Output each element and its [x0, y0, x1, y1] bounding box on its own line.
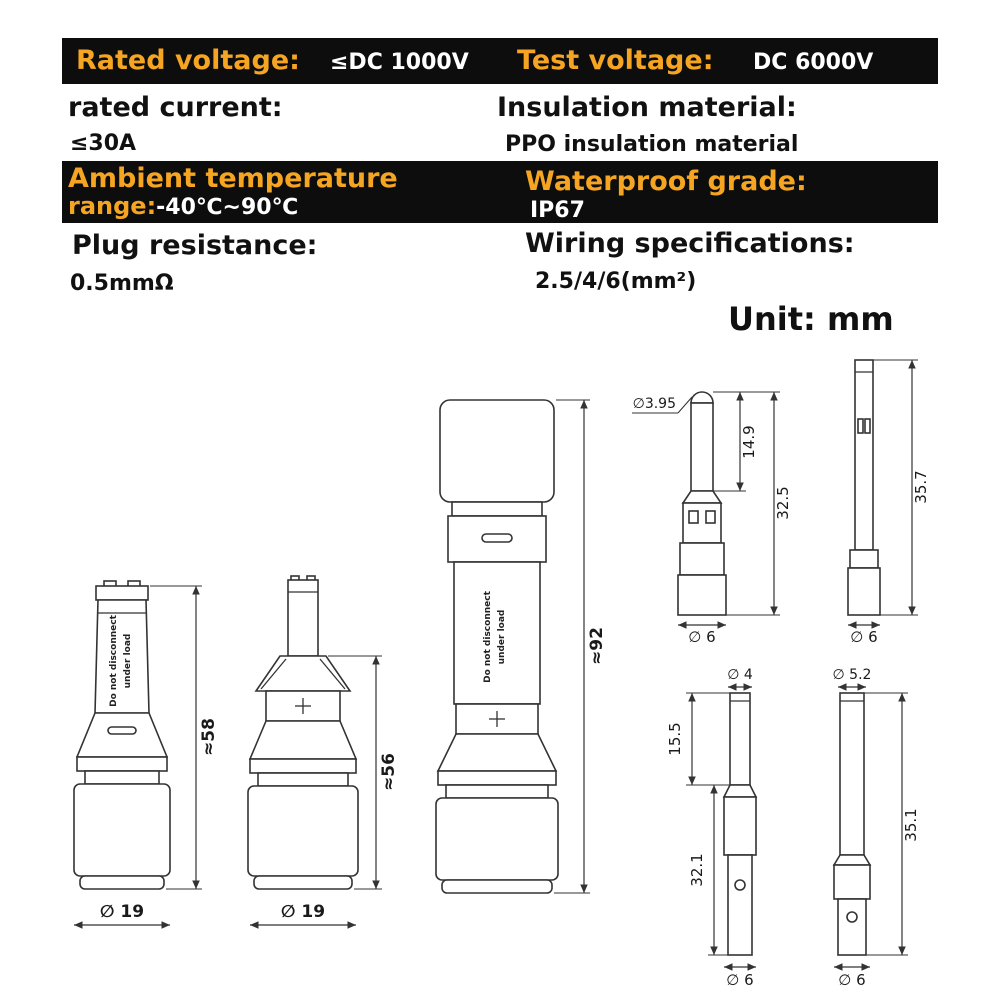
connector-female-drawing: Do not disconnect under load ≈58 ∅ 19	[73, 580, 219, 929]
ambient-temperature-label-line1: Ambient temperature	[68, 163, 398, 194]
ambient-temperature-value: -40℃~90℃	[156, 195, 299, 220]
connector-male-drawing: ≈56 ∅ 19	[247, 575, 399, 929]
contact-pin-male-drawing: 35.7 ∅ 6	[847, 359, 930, 646]
dim-socket-small-tip-diameter: ∅ 4	[727, 667, 753, 683]
warning-text-line1: Do not disconnect	[109, 614, 119, 706]
voltage-spec-bar	[62, 38, 938, 84]
waterproof-grade-value: IP67	[530, 198, 585, 223]
wiring-specifications-label: Wiring specifications:	[525, 228, 855, 259]
dim-male-diameter: ∅ 19	[281, 902, 325, 922]
wiring-specifications-value: 2.5/4/6(mm²)	[535, 269, 697, 294]
dim-female-diameter: ∅ 19	[100, 902, 144, 922]
rated-current-value: ≤30A	[70, 131, 137, 156]
rated-current-label: rated current:	[68, 92, 283, 123]
dim-female-height: ≈58	[199, 718, 219, 756]
warning-text-line2: under load	[497, 610, 507, 665]
warning-text-line2: under load	[123, 634, 133, 689]
dim-pin-female-crimp-diameter: ∅ 6	[688, 628, 715, 646]
temperature-spec-bar	[62, 161, 938, 223]
dim-socket-large-crimp-diameter: ∅ 6	[838, 971, 865, 989]
plug-resistance-label: Plug resistance:	[72, 230, 318, 261]
insulation-material-value: PPO insulation material	[505, 132, 799, 157]
ambient-temperature-label-line2: range:-40℃~90℃	[68, 192, 298, 220]
rated-voltage-label: Rated voltage:	[76, 45, 300, 76]
dim-pin-male-total-length: 35.7	[912, 470, 930, 503]
connector-pair-drawing: Do not disconnect under load ≈92	[435, 399, 607, 894]
dim-pin-female-tip-length: 14.9	[740, 425, 758, 458]
dim-pair-height: ≈92	[587, 627, 607, 665]
dim-male-height: ≈56	[379, 753, 399, 791]
unit-label: Unit: mm	[728, 300, 894, 338]
dim-socket-large-tip-diameter: ∅ 5.2	[833, 667, 872, 683]
dim-pin-male-crimp-diameter: ∅ 6	[850, 628, 877, 646]
technical-drawing: Do not disconnect under load ≈58 ∅ 19	[73, 359, 930, 989]
rated-voltage-value: ≤DC 1000V	[330, 50, 469, 75]
insulation-material-label: Insulation material:	[497, 92, 797, 123]
dim-socket-small-crimp-diameter: ∅ 6	[726, 971, 753, 989]
contact-pin-female-drawing: ∅3.95 14.9 32.5 ∅ 6	[632, 391, 792, 646]
plug-resistance-value: 0.5mmΩ	[70, 271, 174, 296]
dim-socket-small-tip-length: 15.5	[666, 722, 684, 755]
contact-socket-small-drawing: ∅ 4 15.5 32.1 ∅ 6	[666, 667, 758, 989]
waterproof-grade-label: Waterproof grade:	[525, 166, 807, 197]
dim-socket-large-total-length: 35.1	[902, 808, 920, 841]
ambient-temperature-range-word: range:	[68, 192, 157, 220]
dim-socket-small-lower-length: 32.1	[688, 853, 706, 886]
dim-pin-female-tip-diameter: ∅3.95	[633, 396, 676, 412]
contact-socket-large-drawing: ∅ 5.2 35.1 ∅ 6	[833, 667, 920, 989]
dim-pin-female-total-length: 32.5	[774, 486, 792, 519]
warning-text-line1: Do not disconnect	[483, 590, 493, 682]
test-voltage-label: Test voltage:	[517, 45, 714, 76]
test-voltage-value: DC 6000V	[753, 50, 874, 75]
